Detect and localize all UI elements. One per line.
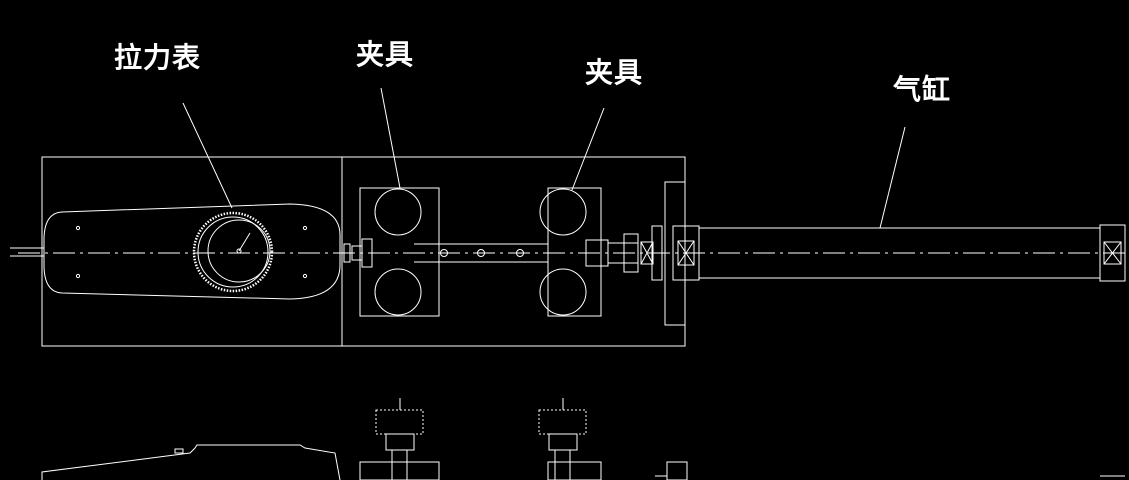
clamp-left-roller-bottom bbox=[374, 268, 422, 316]
label-clamp-right: 夹具 bbox=[585, 56, 644, 89]
gauge-screw bbox=[75, 225, 81, 231]
clamp-right-roller-top bbox=[539, 188, 587, 236]
gauge-screw bbox=[302, 273, 308, 279]
label-cylinder: 气缸 bbox=[893, 73, 952, 106]
leader-cylinder bbox=[879, 126, 906, 229]
gauge-dial-outer bbox=[192, 211, 274, 293]
side-view-gauge-tab bbox=[174, 448, 184, 454]
label-tension-gauge: 拉力表 bbox=[114, 41, 202, 74]
label-clamp-left: 夹具 bbox=[356, 38, 415, 71]
base-plate bbox=[41, 156, 686, 347]
side-view-knob-stem-left bbox=[385, 433, 415, 451]
gauge-screw bbox=[75, 273, 81, 279]
side-view-mount bbox=[666, 461, 688, 480]
tension-gauge-body bbox=[43, 203, 341, 300]
side-view-knob-left bbox=[375, 409, 424, 435]
gauge-dial-face bbox=[207, 219, 271, 283]
gauge-needle bbox=[238, 232, 251, 252]
side-view-knob-stem-right bbox=[548, 433, 578, 451]
gauge-screw bbox=[302, 225, 308, 231]
side-view-clamp-right bbox=[547, 461, 602, 480]
leader-clamp-left bbox=[380, 87, 401, 189]
gauge-dial-ring bbox=[197, 216, 269, 288]
side-view-clamp-left bbox=[359, 461, 440, 480]
side-view-gauge bbox=[41, 444, 341, 480]
clamp-right-block bbox=[547, 187, 602, 317]
clamp-right-roller-bottom bbox=[539, 268, 587, 316]
clamp-left-roller-top bbox=[374, 188, 422, 236]
side-view-knob-right bbox=[538, 409, 587, 435]
leader-tension-gauge bbox=[182, 102, 233, 209]
adapter-cross bbox=[640, 241, 654, 265]
clamp-left-block bbox=[359, 187, 440, 317]
leader-clamp-right bbox=[571, 107, 605, 191]
